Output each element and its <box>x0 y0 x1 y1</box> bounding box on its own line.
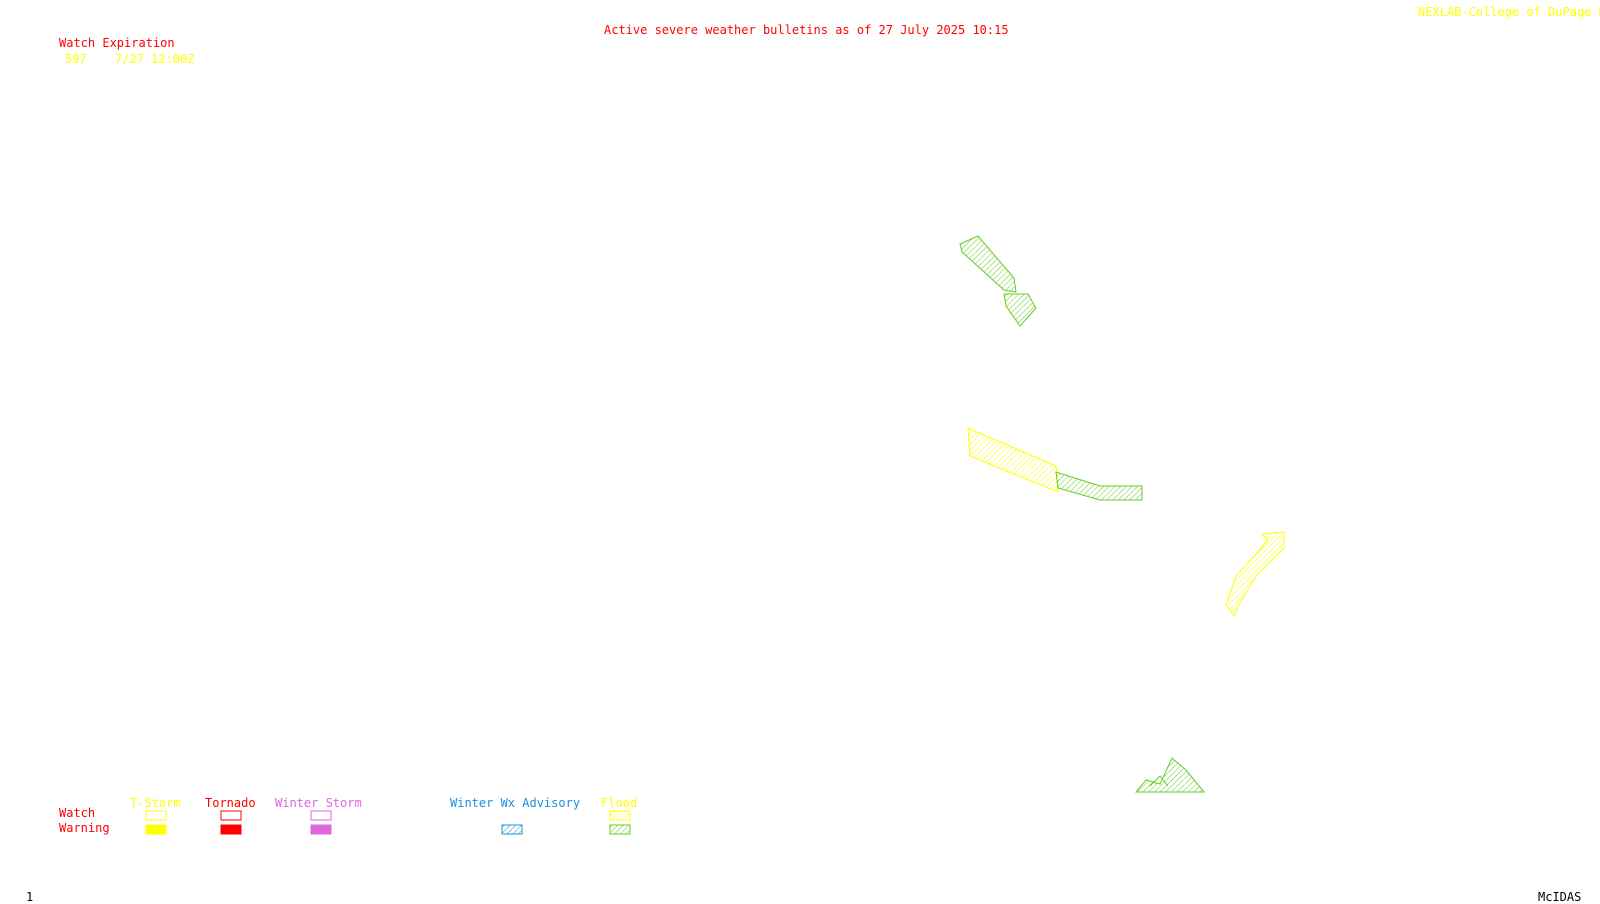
legend-flood-warning-swatch <box>609 824 631 835</box>
legend-tornado-warning-swatch <box>220 824 242 835</box>
legend-warning-row-label: Warning <box>59 821 110 835</box>
watch-expiration-heading: Watch Expiration <box>59 36 175 50</box>
legend-winterstorm-warning-swatch <box>310 824 332 835</box>
software-label: McIDAS <box>1538 890 1582 904</box>
legend-tstorm-label: T-Storm <box>130 796 181 810</box>
legend-tornado-label: Tornado <box>205 796 256 810</box>
flood-polygon <box>1003 293 1037 327</box>
legend-flood-label: Flood <box>601 796 638 810</box>
flood-polygon <box>1134 757 1206 793</box>
flood-polygon-edge <box>1149 775 1169 787</box>
legend-watch-row-label: Watch <box>59 806 96 820</box>
flood-polygon <box>1055 471 1143 501</box>
legend-winterstorm-label: Winter Storm <box>275 796 362 810</box>
tstorm-warning-polygon <box>967 427 1059 493</box>
legend-winterwx-warning-swatch <box>501 824 523 835</box>
tstorm-warning-polygon <box>1225 531 1285 618</box>
legend-tstorm-warning-swatch <box>145 824 167 835</box>
legend-tstorm-watch-swatch <box>145 810 167 821</box>
watch-expire-time: 7/27 12:00Z <box>115 52 195 66</box>
legend-winterwx-label: Winter Wx Advisory <box>450 796 581 810</box>
credit-label: NEXLAB-College of DuPage R <box>1418 5 1600 19</box>
bulletin-title: Active severe weather bulletins as of 27… <box>604 23 1009 37</box>
legend-tornado-watch-swatch <box>220 810 242 821</box>
legend-flood-watch-swatch <box>609 810 631 821</box>
frame-number: 1 <box>26 890 34 904</box>
flood-polygon <box>959 235 1017 293</box>
legend-winterstorm-watch-swatch <box>310 810 332 821</box>
watch-number: 597 <box>65 52 87 66</box>
